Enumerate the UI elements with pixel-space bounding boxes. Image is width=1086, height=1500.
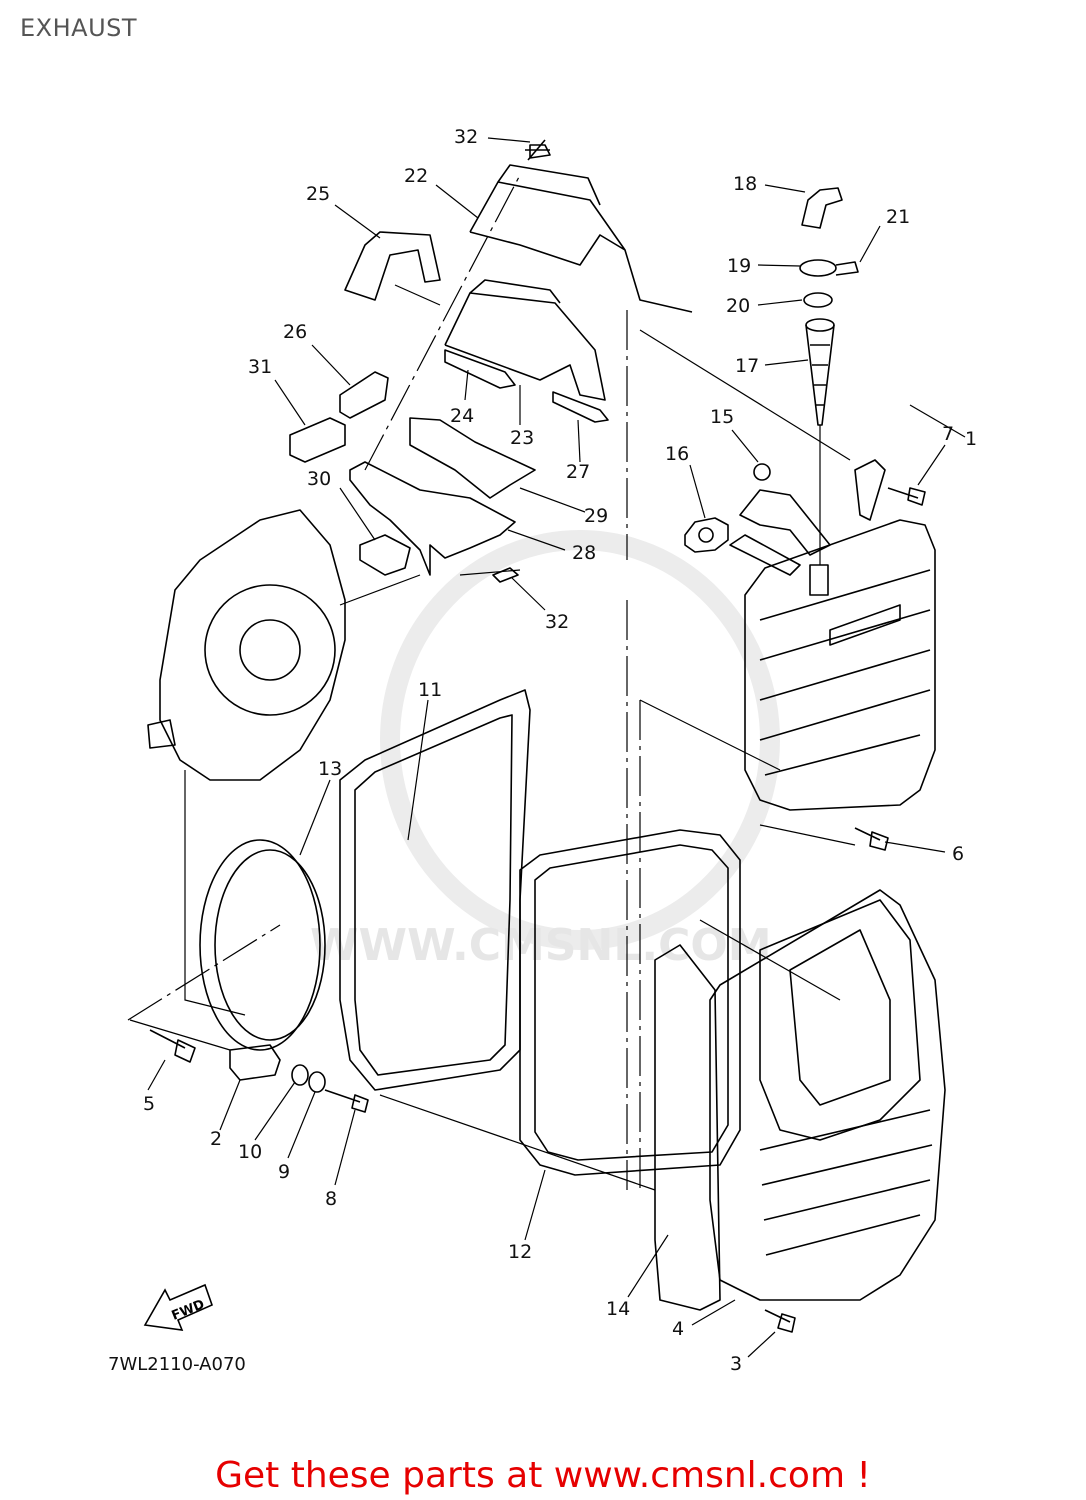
callout-23: 23 [510, 427, 534, 449]
part-17-spark-arrester [805, 318, 835, 426]
cmsnl-banner-link[interactable]: Get these parts at www.cmsnl.com ! [215, 1455, 871, 1496]
bolt-3 [764, 1309, 796, 1333]
bolt-32-mid [492, 567, 519, 583]
leader-lines [147, 137, 966, 1358]
part-11-duct [339, 689, 531, 1091]
part-25-bracket [344, 231, 441, 301]
bolt-32-top [525, 139, 551, 161]
part-22-upper-cover [469, 164, 693, 313]
callout-3: 3 [730, 1353, 742, 1375]
callout-20: 20 [726, 295, 750, 317]
callout-4: 4 [672, 1318, 684, 1340]
fwd-label: FWD [170, 1297, 207, 1324]
part-1-muffler [744, 519, 936, 811]
part-13-ring [199, 839, 326, 1051]
callout-31: 31 [248, 356, 272, 378]
callout-1: 1 [965, 428, 977, 450]
part-10-washer [291, 1064, 309, 1086]
muffler-bracket [854, 459, 886, 521]
callout-13: 13 [318, 758, 342, 780]
diagram-code: 7WL2110-A070 [108, 1354, 246, 1375]
part-26-pad [339, 371, 389, 419]
part-27-strip [552, 391, 609, 423]
callout-10: 10 [238, 1141, 262, 1163]
callout-9: 9 [278, 1161, 290, 1183]
part-20-mesh [803, 292, 833, 308]
part-23-lower-cover [444, 279, 606, 401]
part-12-gasket [519, 829, 741, 1176]
callout-26: 26 [283, 321, 307, 343]
callout-14: 14 [606, 1298, 630, 1320]
part-24-strip [444, 349, 516, 389]
callout-30: 30 [307, 468, 331, 490]
fwd-arrow-icon: FWD [143, 1283, 213, 1331]
callouts: 1 2 3 4 5 6 7 8 9 10 11 12 13 14 15 16 1… [143, 126, 977, 1375]
watermark-text: WWW.CMSNL.COM [310, 920, 772, 971]
callout-5: 5 [143, 1093, 155, 1115]
callout-15: 15 [710, 406, 734, 428]
part-2-block [229, 1044, 281, 1081]
part-16-gasket [684, 517, 729, 553]
engine-crankcase [147, 509, 346, 781]
part-28-bracket [349, 461, 516, 576]
part-9-washer [308, 1071, 326, 1093]
callout-8: 8 [325, 1188, 337, 1210]
fasteners [149, 139, 926, 1333]
part-15-nut [753, 463, 771, 481]
bolt-7 [887, 487, 926, 506]
callout-27: 27 [566, 461, 590, 483]
assembly-lines [127, 174, 856, 1191]
callout-21: 21 [886, 206, 910, 228]
watermark: WWW.CMSNL.COM [310, 530, 780, 971]
part-29-plate [409, 417, 536, 499]
callout-12: 12 [508, 1241, 532, 1263]
callout-28: 28 [572, 542, 596, 564]
part-30-rubber [359, 534, 411, 576]
part-18-elbow [801, 187, 843, 229]
callout-32-top: 32 [454, 126, 478, 148]
callout-6: 6 [952, 843, 964, 865]
callout-11: 11 [418, 679, 442, 701]
callout-7: 7 [942, 423, 954, 445]
exhaust-stub [729, 534, 801, 576]
bolt-8 [324, 1089, 369, 1113]
part-19-clamp [799, 259, 859, 277]
part-4-outer-cover [709, 889, 946, 1301]
callout-24: 24 [450, 405, 474, 427]
callout-19: 19 [727, 255, 751, 277]
callout-16: 16 [665, 443, 689, 465]
exhaust-pipe [739, 489, 831, 556]
callout-25: 25 [306, 183, 330, 205]
part-31-pad [289, 417, 346, 463]
callout-2: 2 [210, 1128, 222, 1150]
page-title: EXHAUST [20, 14, 138, 42]
callout-29: 29 [584, 505, 608, 527]
callout-17: 17 [735, 355, 759, 377]
bolt-5 [149, 1029, 196, 1063]
bolt-6 [854, 827, 889, 851]
callout-18: 18 [733, 173, 757, 195]
callout-22: 22 [404, 165, 428, 187]
part-14-cover [654, 944, 721, 1311]
callout-32-mid: 32 [545, 611, 569, 633]
